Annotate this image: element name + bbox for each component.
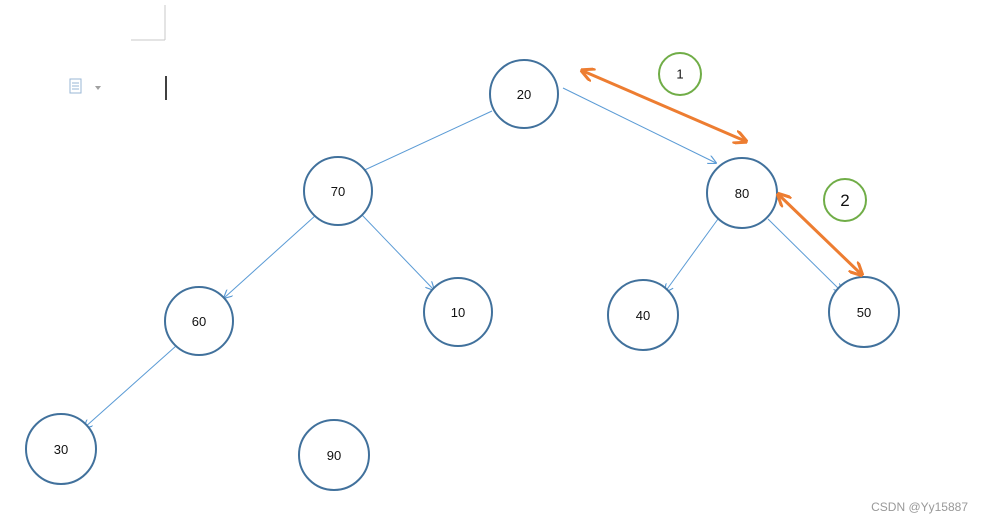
swap-step-2: 2 <box>779 178 867 274</box>
edge-80-to-40 <box>665 218 719 292</box>
tree-node-70: 70 <box>303 156 373 226</box>
tree-node-50: 50 <box>828 276 900 348</box>
tree-node-20: 20 <box>489 59 559 129</box>
step-badge <box>658 52 702 96</box>
node-circle <box>164 286 234 356</box>
tree-node-60: 60 <box>164 286 234 356</box>
paste-options-icon[interactable] <box>69 78 101 94</box>
tree-node-10: 10 <box>423 277 493 347</box>
node-circle <box>25 413 97 485</box>
tree-node-90: 90 <box>298 419 370 491</box>
step-number: 2 <box>840 191 849 210</box>
tree-edges <box>84 87 842 428</box>
node-label: 10 <box>451 305 465 320</box>
tree-node-80: 80 <box>706 157 778 229</box>
swap-annotations: 12 <box>583 52 867 274</box>
step-number: 1 <box>676 67 683 82</box>
node-label: 40 <box>636 308 650 323</box>
swap-step-1: 1 <box>583 52 745 141</box>
edge-70-to-10 <box>361 214 434 290</box>
node-label: 60 <box>192 314 206 329</box>
swap-arrow <box>779 195 861 274</box>
tree-node-30: 30 <box>25 413 97 485</box>
node-label: 50 <box>857 305 871 320</box>
node-label: 80 <box>735 186 749 201</box>
watermark: CSDN @Yy15887 <box>871 500 968 514</box>
node-label: 70 <box>331 184 345 199</box>
node-circle <box>607 279 679 351</box>
tree-node-40: 40 <box>607 279 679 351</box>
edge-80-to-50 <box>767 218 842 292</box>
node-label: 20 <box>517 87 531 102</box>
step-badge <box>823 178 867 222</box>
swap-arrow <box>583 71 745 141</box>
node-circle <box>489 59 559 129</box>
node-circle <box>298 419 370 491</box>
edge-70-to-60 <box>224 214 317 298</box>
page-corner-mark <box>131 5 166 41</box>
node-label: 30 <box>54 442 68 457</box>
edge-20-to-80 <box>562 87 716 163</box>
tree-nodes: 20 70 80 60 10 40 50 30 90 <box>25 59 900 491</box>
edge-20-to-70 <box>356 110 493 174</box>
node-circle <box>423 277 493 347</box>
edge-60-to-30 <box>84 345 177 428</box>
node-label: 90 <box>327 448 341 463</box>
node-circle <box>303 156 373 226</box>
